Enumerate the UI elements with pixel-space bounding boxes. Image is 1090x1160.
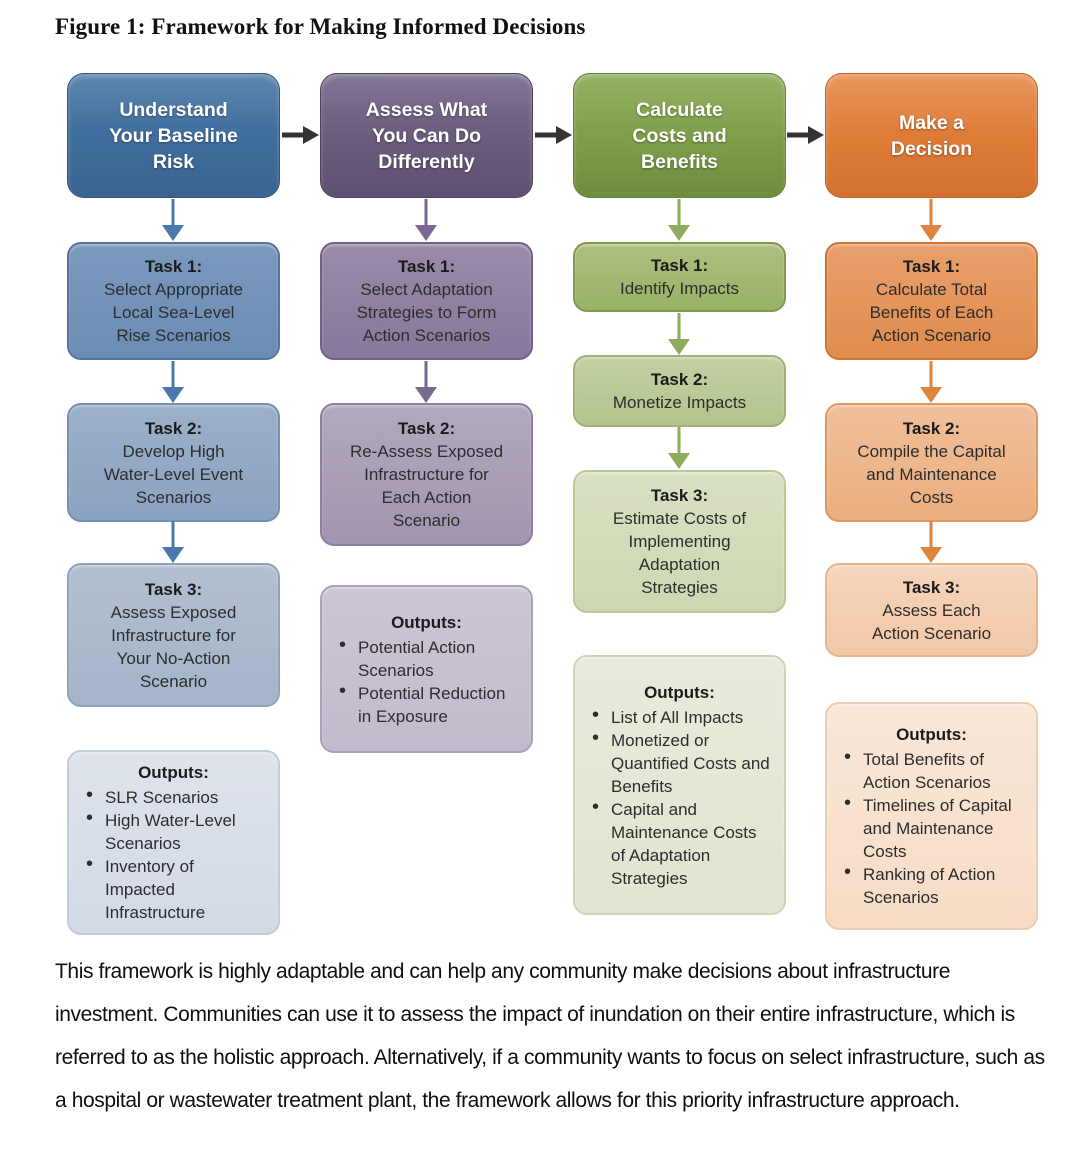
task-box: Task 2: Re-Assess Exposed Infrastructure… xyxy=(320,403,533,546)
arrow-down-icon xyxy=(668,313,690,355)
task-box: Task 3: Estimate Costs of Implementing A… xyxy=(573,470,786,613)
task-box: Task 1: Select Adaptation Strategies to … xyxy=(320,242,533,360)
outputs-list: Total Benefits of Action Scenarios Timel… xyxy=(838,746,1025,909)
list-item: Ranking of Action Scenarios xyxy=(838,861,1025,909)
task-text: Compile the Capital and Maintenance Cost… xyxy=(857,441,1006,507)
task-box: Task 2: Monetize Impacts xyxy=(573,355,786,427)
list-item: Potential Reduction in Exposure xyxy=(333,680,520,728)
outputs-box: Outputs: Total Benefits of Action Scenar… xyxy=(825,702,1038,930)
arrow-down-icon xyxy=(415,361,437,403)
task-box: Task 1: Select Appropriate Local Sea-Lev… xyxy=(67,242,280,360)
arrow-right-icon xyxy=(282,126,319,144)
arrow-down-icon xyxy=(668,199,690,241)
task-text: Monetize Impacts xyxy=(612,393,747,412)
task-title: Task 1: xyxy=(144,257,203,276)
outputs-label: Outputs: xyxy=(138,763,209,782)
outputs-box: Outputs: List of All Impacts Monetized o… xyxy=(573,655,786,915)
list-item: List of All Impacts xyxy=(586,704,773,729)
outputs-label: Outputs: xyxy=(391,612,462,632)
task-box: Task 3: Assess Exposed Infrastructure fo… xyxy=(67,563,280,707)
arrow-down-icon xyxy=(920,361,942,403)
outputs-list: Potential Action Scenarios Potential Red… xyxy=(333,634,520,728)
outputs-list: List of All Impacts Monetized or Quantif… xyxy=(586,704,773,890)
outputs-list: SLR Scenarios High Water-Level Scenarios… xyxy=(80,784,267,924)
list-item: Timelines of Capital and Maintenance Cos… xyxy=(838,792,1025,863)
list-item: High Water-Level Scenarios xyxy=(80,807,267,855)
task-title: Task 2: xyxy=(650,370,709,389)
task-box: Task 2: Develop High Water-Level Event S… xyxy=(67,403,280,522)
header-costs-benefits: Calculate Costs and Benefits xyxy=(573,73,786,198)
task-title: Task 3: xyxy=(902,577,961,597)
outputs-label: Outputs: xyxy=(644,682,715,702)
task-title: Task 3: xyxy=(144,579,203,599)
task-box: Task 1: Calculate Total Benefits of Each… xyxy=(825,242,1038,360)
list-item: Total Benefits of Action Scenarios xyxy=(838,746,1025,794)
task-text: Calculate Total Benefits of Each Action … xyxy=(869,280,994,345)
task-text: Select Appropriate Local Sea-Level Rise … xyxy=(104,280,243,345)
arrow-down-icon xyxy=(162,521,184,563)
list-item: Potential Action Scenarios xyxy=(333,634,520,682)
task-title: Task 1: xyxy=(902,257,961,276)
outputs-label: Outputs: xyxy=(896,725,967,744)
arrow-down-icon xyxy=(162,361,184,403)
task-title: Task 1: xyxy=(650,256,709,275)
arrow-down-icon xyxy=(415,199,437,241)
task-box: Task 3: Assess Each Action Scenario xyxy=(825,563,1038,657)
figure-caption: This framework is highly adaptable and c… xyxy=(55,960,1045,1112)
task-title: Task 1: xyxy=(397,257,456,276)
list-item: Capital and Maintenance Costs of Adaptat… xyxy=(586,796,773,890)
task-title: Task 2: xyxy=(902,418,961,438)
task-text: Select Adaptation Strategies to Form Act… xyxy=(356,280,497,345)
list-item: Inventory of Impacted Infrastructure xyxy=(80,853,267,924)
header-do-differently: Assess What You Can Do Differently xyxy=(320,73,533,198)
task-text: Assess Exposed Infrastructure for Your N… xyxy=(110,602,237,691)
outputs-box: Outputs: SLR Scenarios High Water-Level … xyxy=(67,750,280,935)
task-box: Task 2: Compile the Capital and Maintena… xyxy=(825,403,1038,522)
list-item: Monetized or Quantified Costs and Benefi… xyxy=(586,727,773,798)
header-make-decision: Make a Decision xyxy=(825,73,1038,198)
task-text: Develop High Water-Level Event Scenarios xyxy=(103,441,244,507)
arrow-right-icon xyxy=(535,126,572,144)
arrow-right-icon xyxy=(787,126,824,144)
task-title: Task 2: xyxy=(397,419,456,438)
task-text: Estimate Costs of Implementing Adaptatio… xyxy=(612,509,747,597)
task-title: Task 2: xyxy=(144,418,203,438)
arrow-down-icon xyxy=(920,199,942,241)
figure-title: Figure 1: Framework for Making Informed … xyxy=(55,14,586,39)
header-baseline-risk: Understand Your Baseline Risk xyxy=(67,73,280,198)
task-title: Task 3: xyxy=(650,486,709,505)
list-item: SLR Scenarios xyxy=(80,784,267,809)
task-box: Task 1: Identify Impacts xyxy=(573,242,786,312)
outputs-box: Outputs: Potential Action Scenarios Pote… xyxy=(320,585,533,753)
arrow-down-icon xyxy=(920,521,942,563)
task-text: Re-Assess Exposed Infrastructure for Eac… xyxy=(349,442,504,530)
task-text: Assess Each Action Scenario xyxy=(871,600,992,643)
arrow-down-icon xyxy=(162,199,184,241)
task-text: Identify Impacts xyxy=(619,279,740,298)
arrow-down-icon xyxy=(668,427,690,469)
